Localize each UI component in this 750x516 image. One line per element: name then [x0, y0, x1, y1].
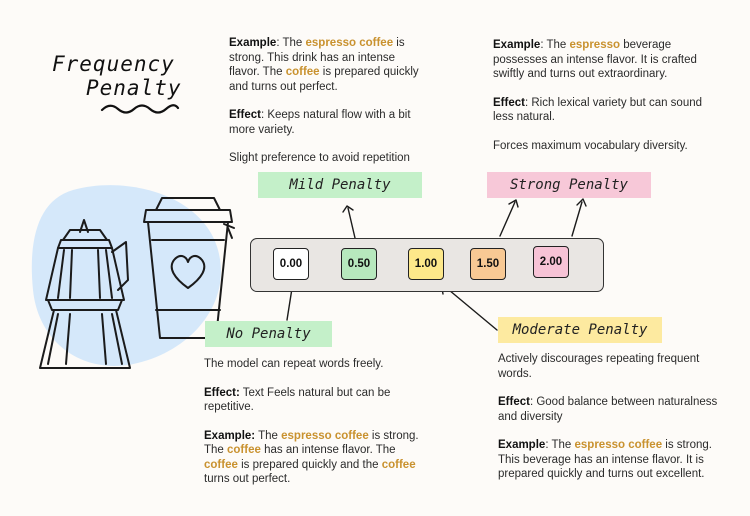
mild-description: Example: The espresso coffee is strong. … [229, 36, 419, 166]
mild-effect-label: Effect [229, 109, 261, 121]
scale-value-3: 1.50 [470, 248, 506, 280]
mild-example-text: is strong. This drink has an intense fla… [229, 37, 405, 78]
arrow-strong-icon-2 [571, 201, 583, 237]
highlight-word: coffee [227, 444, 261, 456]
page-title: Frequency Penalty [52, 52, 182, 100]
moderate-example-label: Example [498, 439, 546, 451]
none-example-text: The [255, 429, 282, 442]
highlight-word: coffee [204, 458, 238, 471]
arrow-strong-icon-1 [499, 201, 516, 237]
title-line-1: Frequency [52, 52, 175, 76]
strong-example-text: : The [540, 39, 570, 51]
none-example-text: is prepared quickly and the [237, 458, 382, 471]
none-example-text: is strong. The [204, 429, 419, 457]
moka-pot-icon [39, 219, 131, 369]
highlight-word: espresso coffee [281, 429, 369, 442]
none-example-label: Example: [204, 429, 256, 442]
strong-effect-text: : Rich lexical variety but can sound les… [493, 96, 703, 124]
mild-summary: Slight preference to avoid repetition [229, 152, 410, 164]
mild-example-label: Example [229, 37, 277, 49]
scale-value-4: 2.00 [533, 246, 569, 278]
title-line-2: Penalty [86, 76, 182, 100]
arrow-moderate-icon [442, 284, 498, 331]
scale-value-0: 0.00 [273, 248, 309, 280]
strong-penalty-label: Strong Penalty [487, 172, 651, 198]
none-description: The model can repeat words freely. Effec… [204, 357, 422, 487]
moderate-penalty-label: Moderate Penalty [498, 317, 662, 343]
none-example-text: turns out perfect. [204, 473, 291, 485]
moderate-example-text: : The [545, 439, 575, 451]
strong-example-label: Example [493, 39, 541, 51]
highlight-word: espresso [569, 39, 621, 51]
mild-example-text: : The [276, 37, 306, 49]
none-example-text: has an intense flavor. The [260, 444, 396, 456]
no-penalty-label: No Penalty [205, 321, 332, 347]
none-summary: The model can repeat words freely. [204, 358, 384, 370]
mild-example-text: is prepared quickly and turns out perfec… [229, 66, 419, 93]
strong-description: Example: The espresso beverage possesses… [493, 38, 711, 153]
mild-penalty-label: Mild Penalty [258, 172, 422, 198]
mild-effect-text: : Keeps natural flow with a bit more var… [229, 109, 411, 136]
takeaway-cup-icon [143, 197, 235, 339]
moderate-description: Actively discourages repeating frequent … [498, 352, 720, 482]
scale-value-1: 0.50 [341, 248, 377, 280]
strong-example-text: beverage possesses an intense flavor. It… [493, 39, 697, 80]
highlight-word: espresso coffee [305, 37, 394, 49]
scale-value-2: 1.00 [408, 248, 444, 280]
strong-effect-label: Effect [493, 96, 525, 109]
moderate-effect-text: : Good balance between naturalness and d… [498, 396, 718, 423]
highlight-word: espresso coffee [574, 439, 663, 451]
moderate-example-text: is strong. This beverage has an intense … [498, 439, 712, 480]
arrow-mild-icon [347, 207, 356, 239]
moderate-effect-label: Effect [498, 396, 530, 408]
strong-summary: Forces maximum vocabulary diversity. [493, 139, 688, 152]
highlight-word: coffee [381, 458, 416, 471]
coffee-illustration-icon [31, 185, 235, 369]
highlight-word: coffee [285, 66, 320, 78]
title-squiggle-icon [100, 104, 180, 114]
none-effect-text: Text Feels natural but can be repetitive… [204, 386, 391, 414]
none-effect-label: Effect: [204, 386, 240, 399]
moderate-summary: Actively discourages repeating frequent … [498, 353, 700, 380]
